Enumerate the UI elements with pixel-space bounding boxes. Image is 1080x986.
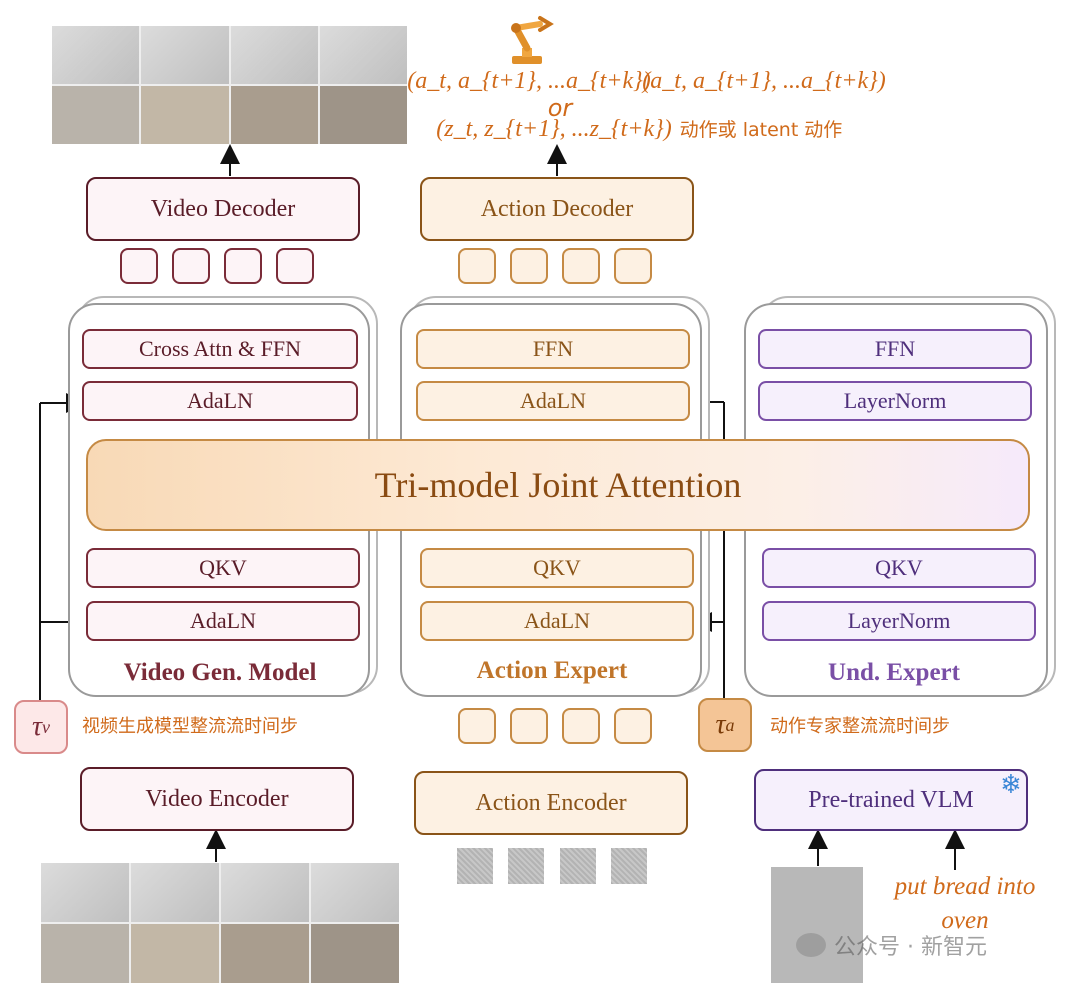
video-qkv: QKV bbox=[86, 548, 360, 588]
watermark-text: 公众号 · 新智元 bbox=[834, 935, 987, 960]
action-input-token bbox=[614, 708, 652, 744]
action-adaln-lower: AdaLN bbox=[420, 601, 694, 641]
video-frame bbox=[52, 26, 140, 84]
action-token bbox=[510, 248, 548, 284]
video-frame bbox=[319, 26, 407, 84]
action-output-right: (a_t, a_{t+1}, ...a_{t+k}) bbox=[642, 67, 886, 94]
tau-v-caption: 视频生成模型整流流时间步 bbox=[82, 716, 298, 737]
action-token bbox=[562, 248, 600, 284]
video-encoder: Video Encoder bbox=[80, 767, 354, 831]
action-output-caption: 动作或 latent 动作 bbox=[679, 118, 843, 141]
video-frame bbox=[221, 863, 309, 922]
video-frame bbox=[230, 86, 318, 144]
action-decoder: Action Decoder bbox=[420, 177, 694, 241]
tau-v-symbol: τ bbox=[31, 711, 43, 742]
tri-model-joint-attention: Tri-model Joint Attention bbox=[86, 439, 1030, 531]
und-expert-title: Und. Expert bbox=[828, 659, 960, 686]
video-frame bbox=[131, 863, 219, 922]
video-frame bbox=[52, 86, 140, 144]
input-video-frames bbox=[41, 863, 399, 983]
language-instruction: put bread into oven bbox=[894, 873, 1036, 934]
video-adaln-lower: AdaLN bbox=[86, 601, 360, 641]
pretrained-vlm: Pre-trained VLM bbox=[754, 769, 1028, 831]
video-frame bbox=[221, 924, 309, 983]
video-token bbox=[224, 248, 262, 284]
vlm-image-observation bbox=[771, 867, 863, 983]
noise-token bbox=[457, 848, 493, 884]
action-input-token bbox=[458, 708, 496, 744]
video-frame bbox=[311, 924, 399, 983]
snowflake-icon: ❄ bbox=[1000, 770, 1022, 800]
video-frame bbox=[141, 26, 229, 84]
decoded-video-frames bbox=[52, 26, 407, 144]
tau-a-symbol: τ bbox=[715, 709, 726, 740]
video-cross-attn-ffn: Cross Attn & FFN bbox=[82, 329, 358, 369]
video-token bbox=[120, 248, 158, 284]
und-layernorm-upper: LayerNorm bbox=[758, 381, 1032, 421]
video-frame bbox=[41, 863, 129, 922]
video-gen-model-title: Video Gen. Model bbox=[123, 659, 317, 686]
video-adaln-upper: AdaLN bbox=[82, 381, 358, 421]
video-frame bbox=[131, 924, 219, 983]
action-output-or: or bbox=[547, 94, 573, 122]
und-layernorm-lower: LayerNorm bbox=[762, 601, 1036, 641]
noise-token bbox=[560, 848, 596, 884]
action-expert-title: Action Expert bbox=[476, 657, 628, 684]
noise-token bbox=[508, 848, 544, 884]
tau-v-subscript: v bbox=[42, 716, 51, 737]
video-token bbox=[276, 248, 314, 284]
video-frame bbox=[41, 924, 129, 983]
wechat-icon bbox=[796, 933, 826, 957]
action-qkv: QKV bbox=[420, 548, 694, 588]
action-output-sequence: (a_t, a_{t+1}, ...a_{t+k}) bbox=[407, 67, 651, 94]
action-ffn: FFN bbox=[416, 329, 690, 369]
video-frame bbox=[311, 863, 399, 922]
action-token bbox=[614, 248, 652, 284]
video-frame bbox=[141, 86, 229, 144]
action-token bbox=[458, 248, 496, 284]
robot-arm-icon bbox=[502, 14, 558, 66]
video-decoder: Video Decoder bbox=[86, 177, 360, 241]
und-ffn: FFN bbox=[758, 329, 1032, 369]
und-qkv: QKV bbox=[762, 548, 1036, 588]
action-input-token bbox=[510, 708, 548, 744]
noise-token bbox=[611, 848, 647, 884]
tau-a-subscript: a bbox=[725, 714, 735, 735]
action-adaln-upper: AdaLN bbox=[416, 381, 690, 421]
tau-a-caption: 动作专家整流流时间步 bbox=[770, 716, 950, 737]
watermark: 公众号 · 新智元 bbox=[796, 928, 1054, 962]
video-frame bbox=[230, 26, 318, 84]
action-input-token bbox=[562, 708, 600, 744]
video-token bbox=[172, 248, 210, 284]
video-frame bbox=[319, 86, 407, 144]
latent-output-sequence: (z_t, z_{t+1}, ...z_{t+k}) bbox=[436, 115, 672, 142]
action-encoder: Action Encoder bbox=[414, 771, 688, 835]
